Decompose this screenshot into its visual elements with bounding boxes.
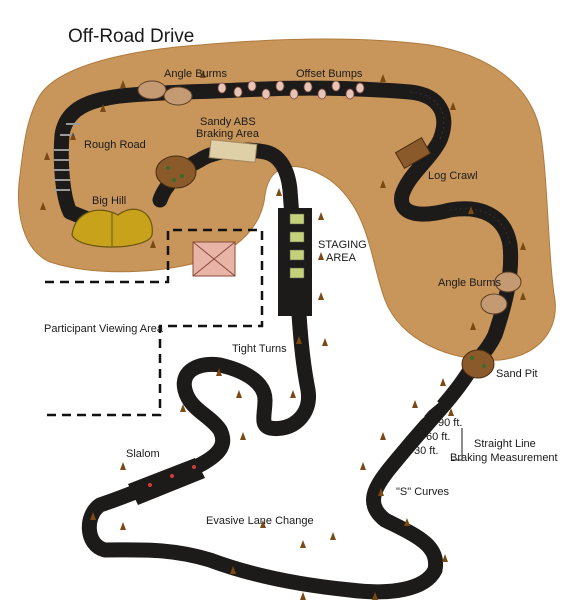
rough-road-markers	[54, 123, 80, 191]
braking-stripes	[397, 401, 439, 441]
map-title: Off-Road Drive	[68, 26, 194, 47]
label-ft30: 30 ft.	[414, 445, 438, 457]
label-angle-burms-top: Angle Burms	[164, 68, 227, 80]
label-sand-pit: Sand Pit	[496, 368, 538, 380]
tent-icon	[192, 241, 236, 277]
slalom-lane	[128, 458, 205, 505]
sandy-abs-area	[208, 139, 258, 163]
label-s-curves: "S" Curves	[396, 486, 450, 498]
label-straight-line-1: Straight Line	[474, 438, 536, 450]
viewing-area-fence	[42, 228, 264, 417]
label-ft90: 90 ft.	[438, 417, 462, 429]
label-evasive: Evasive Lane Change	[206, 515, 314, 527]
offset-bumps	[217, 80, 365, 100]
label-ft60: 60 ft.	[426, 431, 450, 443]
label-angle-burms-right: Angle Burms	[438, 277, 501, 289]
cones	[40, 70, 526, 600]
label-sandy-abs-2: Braking Area	[196, 128, 260, 140]
label-log-crawl: Log Crawl	[428, 170, 478, 182]
label-staging-2: AREA	[326, 252, 357, 264]
label-participant-viewing: Participant Viewing Area	[44, 323, 164, 335]
label-staging-1: STAGING	[318, 239, 367, 251]
angle-burms-right	[480, 271, 522, 315]
label-slalom: Slalom	[126, 448, 160, 460]
log-crawl	[394, 137, 432, 169]
big-hill	[71, 208, 153, 248]
label-big-hill: Big Hill	[92, 195, 126, 207]
sand-pit	[461, 349, 495, 379]
label-tight-turns: Tight Turns	[232, 343, 287, 355]
main-track-marking	[409, 91, 511, 246]
angle-burms-top	[137, 80, 193, 106]
label-rough-road: Rough Road	[84, 139, 146, 151]
braking-bracket	[452, 428, 463, 461]
label-offset-bumps: Offset Bumps	[296, 68, 363, 80]
terrain-area	[18, 38, 556, 361]
label-straight-line-2: Braking Measurement	[450, 452, 558, 464]
rock-patch-left	[155, 155, 197, 189]
staging-area	[278, 208, 312, 316]
label-sandy-abs-1: Sandy ABS	[200, 116, 256, 128]
